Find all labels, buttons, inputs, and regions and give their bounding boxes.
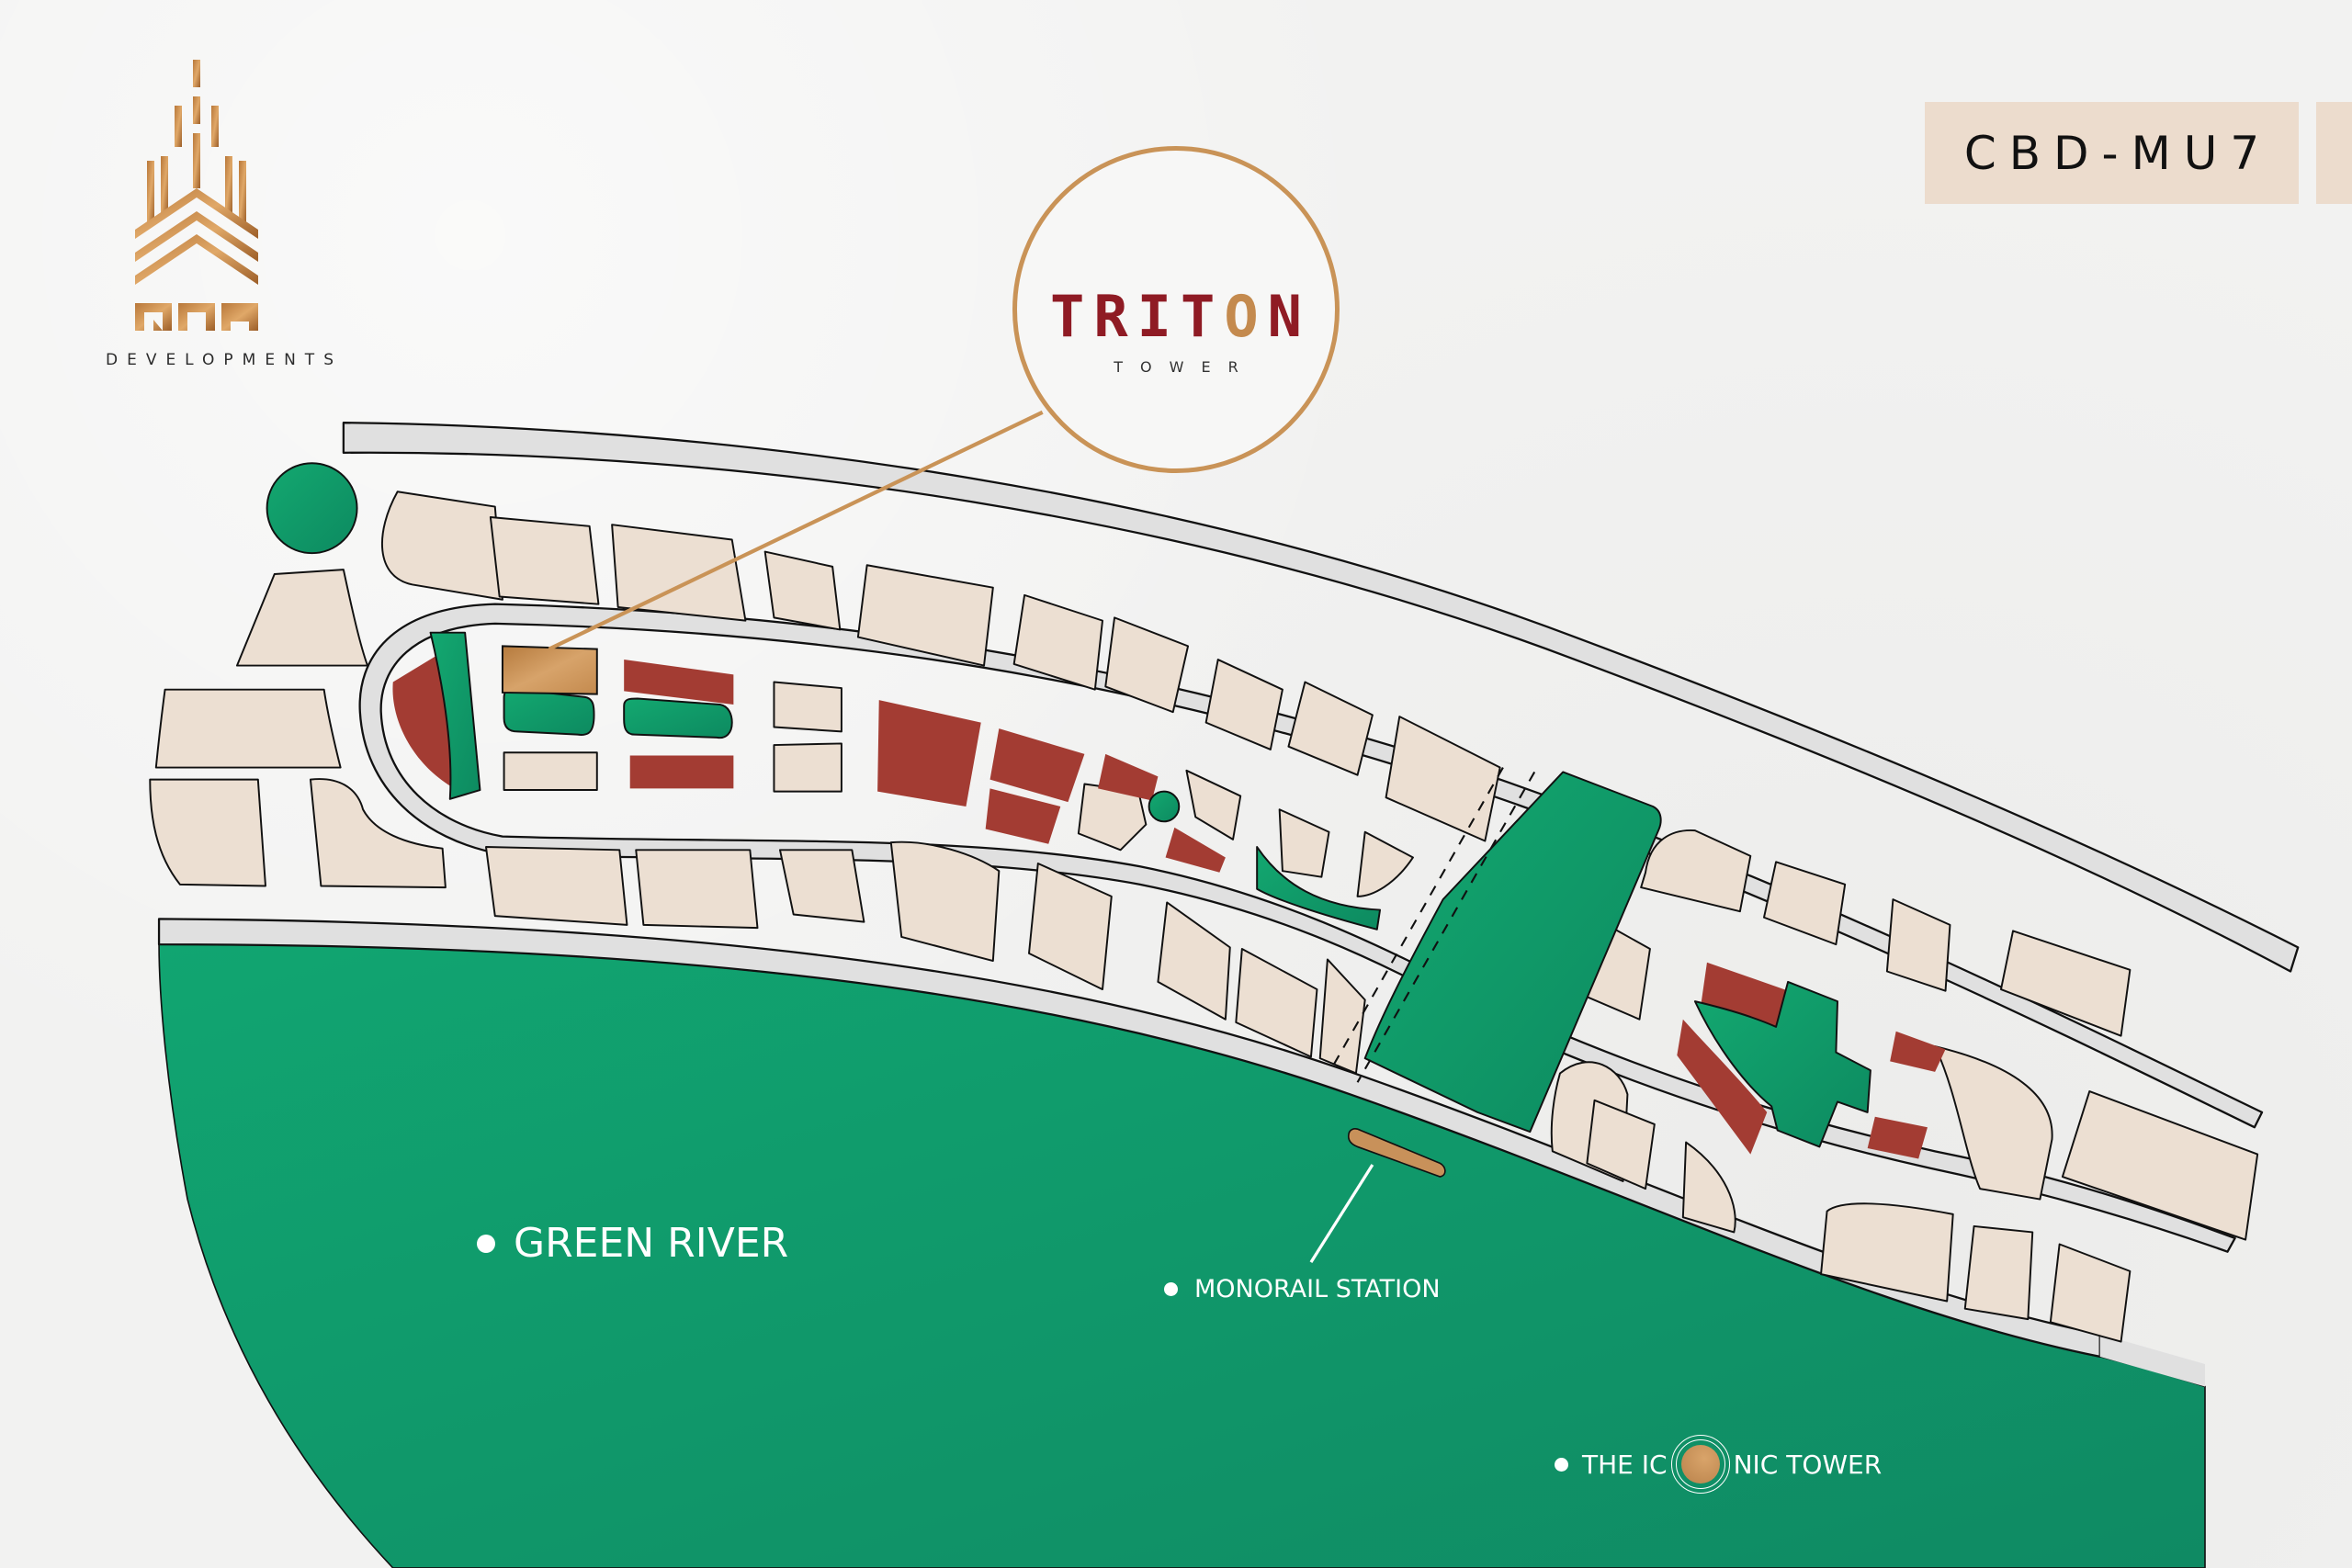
park-circle[interactable] (1148, 790, 1181, 823)
brand-subtitle: DEVELOPMENTS (105, 351, 343, 369)
residential-block[interactable] (1287, 681, 1374, 776)
residential-block[interactable] (1204, 659, 1283, 750)
residential-block[interactable] (773, 681, 842, 733)
commercial-block[interactable] (1098, 753, 1159, 801)
residential-block[interactable] (611, 524, 747, 622)
residential-block[interactable] (1235, 948, 1318, 1058)
residential-block[interactable] (1185, 769, 1242, 840)
green-river-label: GREEN RIVER (477, 1220, 788, 1267)
residential-block[interactable] (380, 491, 503, 601)
residential-block[interactable] (309, 778, 447, 889)
residential-block[interactable] (1356, 830, 1414, 897)
commercial-block[interactable] (1701, 962, 1797, 1032)
residential-block[interactable] (1640, 829, 1752, 913)
park-block[interactable] (1363, 771, 1662, 1134)
title-mark-o: O (1224, 283, 1268, 350)
commercial-block[interactable] (624, 660, 734, 705)
residential-block[interactable] (856, 564, 994, 667)
residential-block[interactable] (1820, 1202, 1954, 1303)
triton-plot[interactable] (501, 645, 598, 695)
river-road-end (2099, 1334, 2205, 1387)
residential-block[interactable] (1885, 898, 1951, 992)
residential-block[interactable] (1157, 901, 1231, 1021)
commercial-block[interactable] (989, 728, 1085, 803)
residential-block[interactable] (149, 778, 266, 887)
park-block[interactable] (503, 688, 595, 736)
residential-block[interactable] (154, 688, 342, 769)
residential-block[interactable] (485, 846, 628, 926)
loop-road-outer (358, 603, 2264, 1253)
north-road (342, 422, 2300, 973)
commercial-blocks (392, 656, 1946, 1159)
residential-block[interactable] (2049, 1243, 2132, 1343)
title-part-left: TRIT (1050, 283, 1225, 350)
iconic-text-before: THE IC (1582, 1449, 1668, 1480)
residential-block[interactable] (2061, 1090, 2259, 1241)
plot-code-label: CBD-MU7 (1963, 126, 2273, 180)
residential-blocks (149, 491, 2259, 1343)
residential-block[interactable] (1028, 863, 1113, 991)
residential-block[interactable] (503, 751, 598, 792)
iconic-tower-label: THE IC NIC TOWER (1555, 1435, 1882, 1494)
commercial-block[interactable] (877, 700, 981, 807)
commercial-block[interactable] (1165, 827, 1226, 873)
residential-block[interactable] (773, 742, 842, 793)
park-block[interactable] (623, 697, 733, 739)
park-block[interactable] (429, 631, 481, 800)
park-circle[interactable] (266, 462, 358, 555)
residential-block[interactable] (779, 849, 865, 923)
monorail-track-line (1356, 771, 1536, 1083)
residential-block[interactable] (1385, 716, 1501, 842)
residential-block[interactable] (1012, 593, 1103, 691)
commercial-block[interactable] (1867, 1116, 1928, 1159)
commercial-block[interactable] (629, 755, 734, 789)
green-river-text: GREEN RIVER (514, 1220, 789, 1267)
iconic-tower-marker-icon (1670, 1435, 1730, 1494)
project-title: TRITON (1017, 288, 1335, 345)
residential-block[interactable] (1763, 861, 1847, 946)
callout-leader-line (548, 410, 1044, 651)
triton-tower-callout[interactable]: TRITON TOWER (1012, 146, 1340, 473)
residential-block[interactable] (763, 550, 842, 631)
residential-block[interactable] (235, 569, 368, 667)
park-block[interactable] (1256, 846, 1382, 931)
badge-edge-strip (2316, 102, 2352, 204)
park-areas (266, 462, 1871, 1148)
commercial-block[interactable] (1677, 1019, 1768, 1155)
commercial-block[interactable] (1890, 1031, 1946, 1072)
title-part-right: N (1267, 283, 1311, 350)
triton-plot-highlight[interactable] (501, 410, 1044, 695)
roads (157, 422, 2300, 1387)
residential-block[interactable] (489, 516, 600, 605)
residential-block[interactable] (1999, 930, 2132, 1037)
residential-block[interactable] (635, 849, 759, 930)
residential-block[interactable] (1934, 1045, 2053, 1201)
bullet-dot-icon (1164, 1282, 1178, 1296)
tower-logo-icon (135, 60, 258, 331)
monorail-leader-line (1309, 1164, 1374, 1263)
park-block[interactable] (1693, 980, 1871, 1148)
monorail-station-label: MONORAIL STATION (1164, 1275, 1441, 1303)
rna-wordmark (135, 303, 258, 331)
plot-code-badge: CBD-MU7 (1925, 102, 2299, 204)
residential-block[interactable] (1278, 808, 1330, 878)
residential-block[interactable] (1104, 616, 1190, 714)
monorail-station-marker[interactable] (1347, 1128, 1446, 1178)
residential-block[interactable] (1681, 1141, 1736, 1234)
monorail-station-text: MONORAIL STATION (1194, 1275, 1441, 1303)
bullet-dot-icon (477, 1234, 495, 1253)
project-subtitle: TOWER (1114, 358, 1256, 376)
iconic-text-after: NIC TOWER (1733, 1449, 1883, 1480)
residential-block[interactable] (1963, 1224, 2034, 1321)
residential-block[interactable] (1586, 1099, 1656, 1190)
bullet-dot-icon (1555, 1457, 1568, 1472)
commercial-block[interactable] (985, 788, 1061, 844)
residential-block[interactable] (889, 840, 1001, 963)
residential-block[interactable] (1318, 958, 1366, 1075)
monorail-track (1309, 767, 1536, 1263)
rna-developments-logo: DEVELOPMENTS (83, 55, 358, 377)
